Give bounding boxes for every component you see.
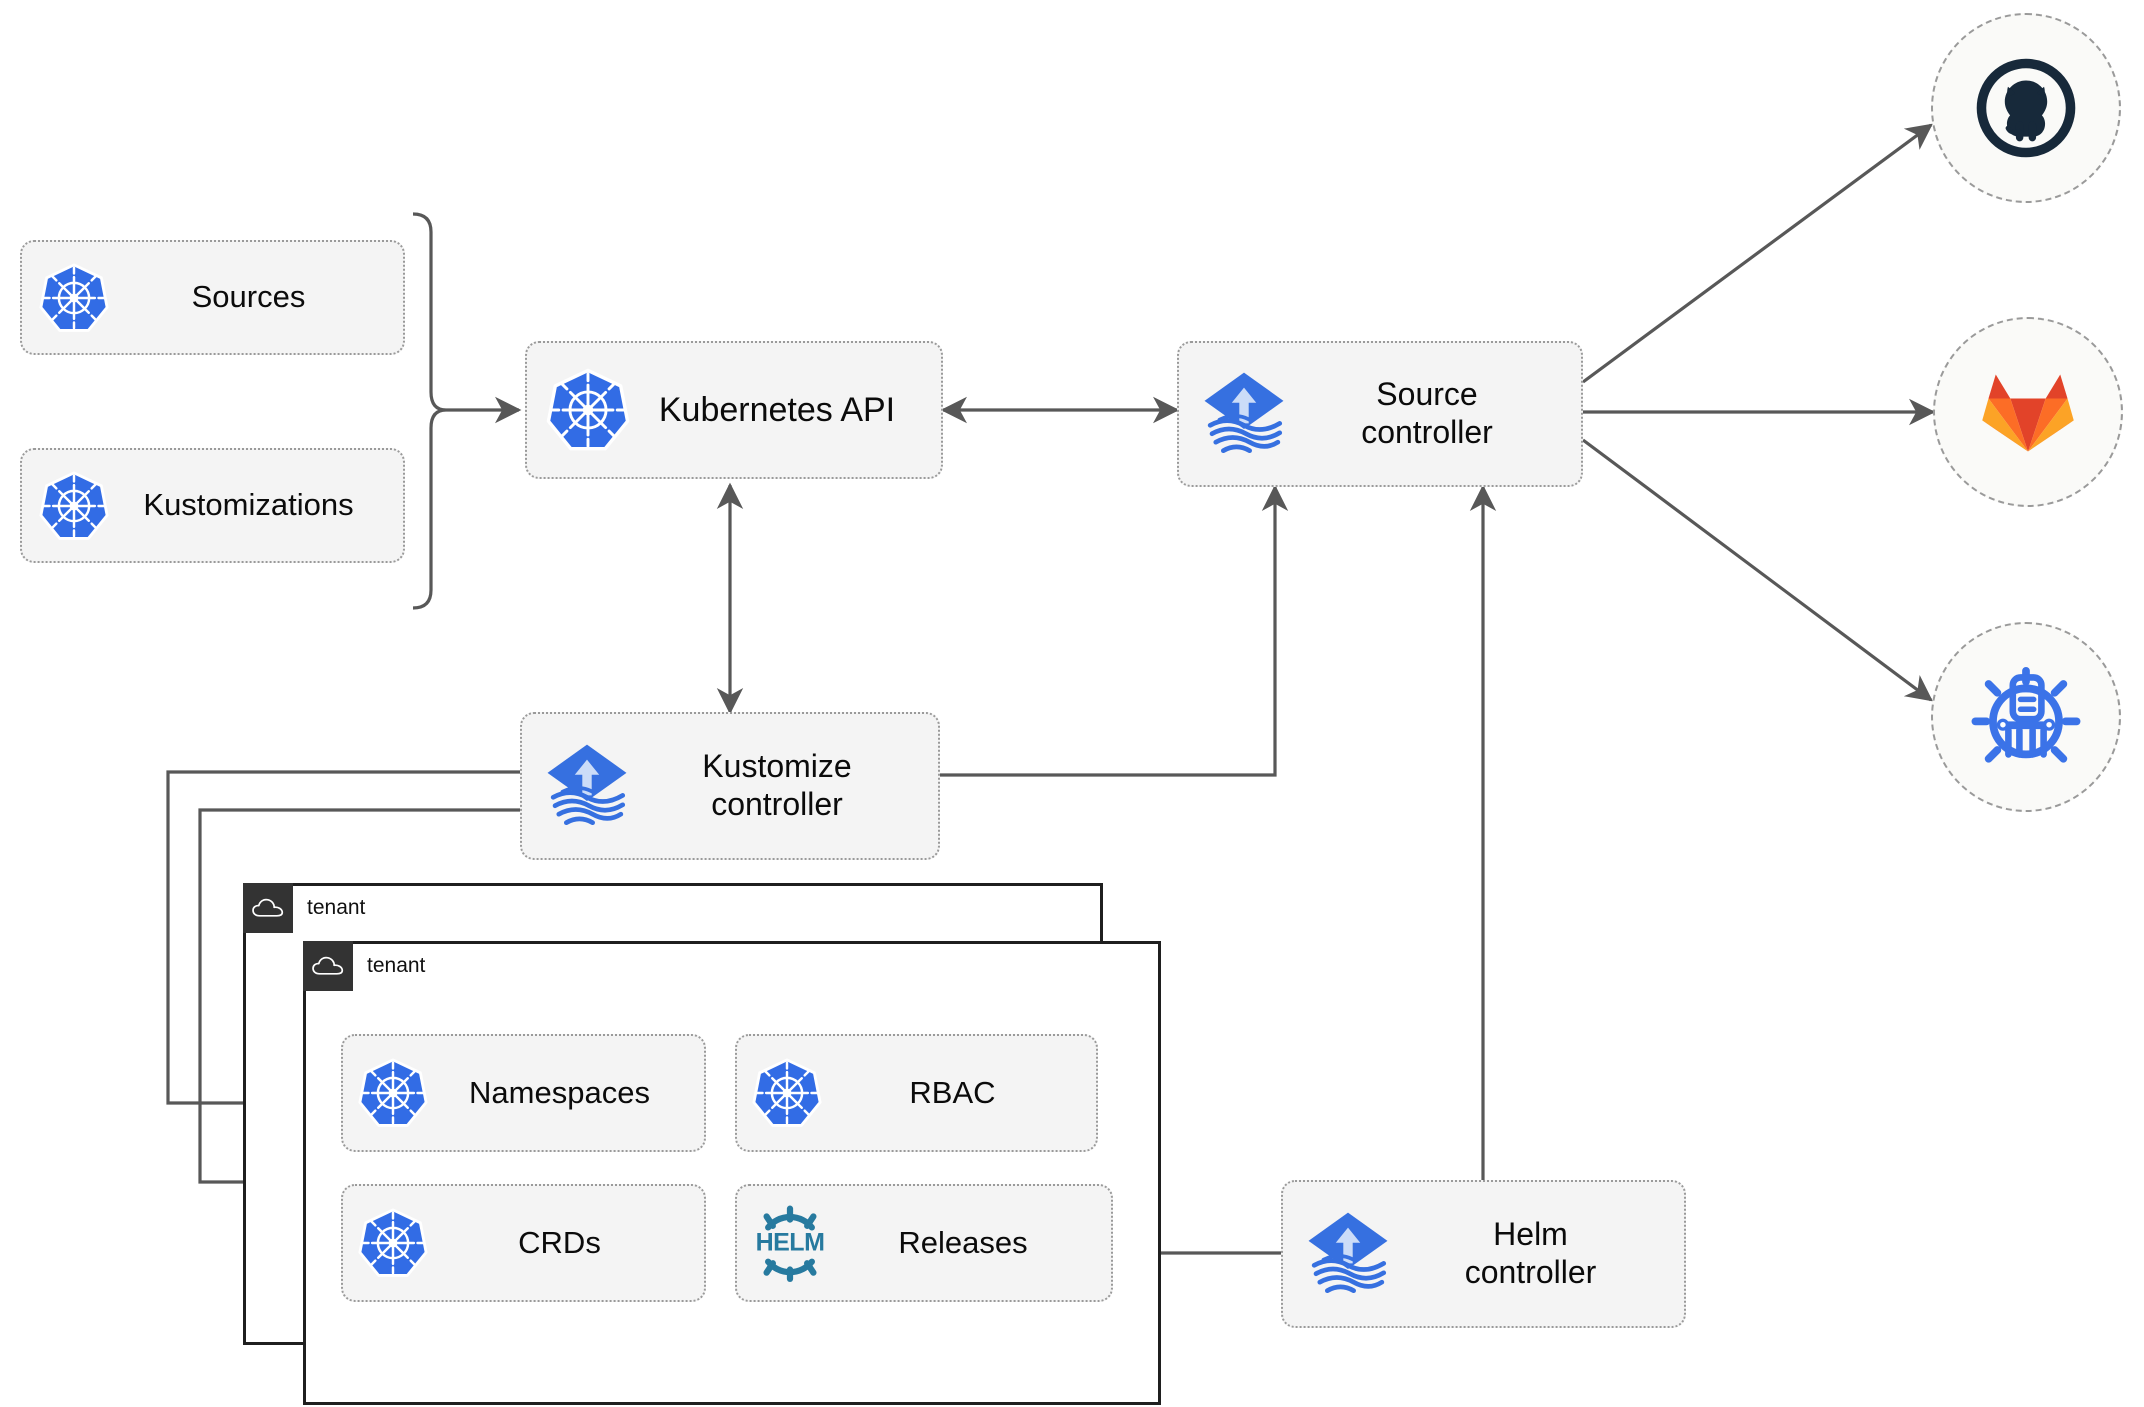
node-helm-controller[interactable]: Helm controller (1281, 1180, 1686, 1328)
tenant-header-back: tenant (243, 883, 365, 933)
node-label: Kustomizations (143, 487, 354, 523)
external-github[interactable] (1931, 13, 2121, 203)
kubernetes-icon (357, 1207, 429, 1279)
external-helm-repository[interactable] (1931, 622, 2121, 812)
helm-icon: HELM (751, 1201, 829, 1285)
tenant-header-front: tenant (303, 941, 425, 991)
node-label: Kustomize controller (702, 748, 852, 822)
node-label: Sources (191, 279, 306, 315)
node-kustomizations[interactable]: Kustomizations (20, 448, 405, 563)
gitlab-icon (1976, 360, 2080, 464)
node-namespaces[interactable]: Namespaces (341, 1034, 706, 1152)
tenant-label: tenant (307, 896, 366, 919)
node-label: Helm controller (1464, 1216, 1597, 1290)
tenant-label: tenant (367, 954, 426, 977)
tenant-frame-front[interactable] (303, 941, 1161, 1405)
node-sources[interactable]: Sources (20, 240, 405, 355)
node-label: Source controller (1361, 376, 1493, 450)
flux-icon (540, 739, 634, 833)
node-kustomize-controller[interactable]: Kustomize controller (520, 712, 940, 860)
kubernetes-icon (38, 470, 110, 542)
external-gitlab[interactable] (1933, 317, 2123, 507)
node-releases[interactable]: HELM Releases (735, 1184, 1113, 1302)
flux-icon (1301, 1207, 1395, 1301)
kubernetes-icon (751, 1057, 823, 1129)
cloud-icon (243, 883, 293, 933)
node-label: RBAC (909, 1074, 996, 1110)
helm-wordmark: HELM (755, 1228, 825, 1257)
node-label: Namespaces (469, 1074, 650, 1110)
node-rbac[interactable]: RBAC (735, 1034, 1098, 1152)
flux-icon (1197, 367, 1291, 461)
node-kubernetes-api[interactable]: Kubernetes API (525, 341, 943, 479)
kubernetes-icon (357, 1057, 429, 1129)
kubernetes-icon (38, 262, 110, 334)
node-label: CRDs (518, 1224, 601, 1260)
node-crds[interactable]: CRDs (341, 1184, 706, 1302)
kubernetes-icon (545, 367, 631, 453)
github-icon (1973, 55, 2079, 161)
node-label: Releases (898, 1224, 1028, 1260)
helm-repository-icon (1971, 662, 2081, 772)
cloud-icon (303, 941, 353, 991)
node-label: Kubernetes API (658, 390, 896, 429)
node-source-controller[interactable]: Source controller (1177, 341, 1583, 487)
